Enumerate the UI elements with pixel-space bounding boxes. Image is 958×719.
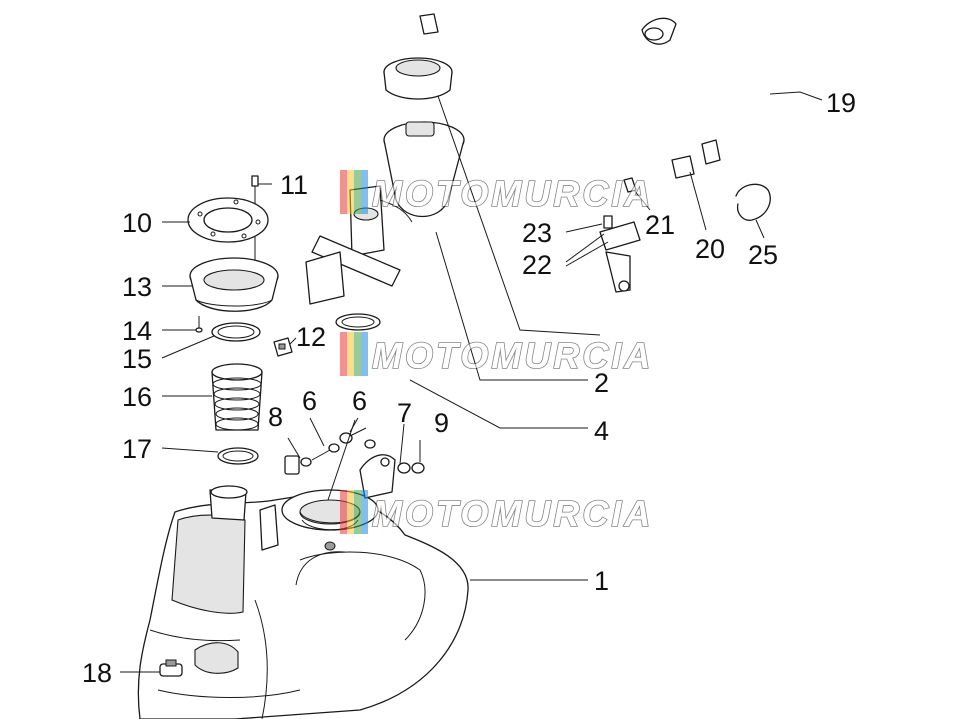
part-level-sensor-4: [305, 235, 401, 331]
part-ring-16: [211, 322, 261, 342]
part-screws-6-9: [284, 427, 425, 475]
watermark-text-top: MOTOMURCIA: [372, 173, 653, 214]
callout-22: 22: [522, 250, 552, 280]
part-screw-14: [195, 316, 203, 333]
callout-4: 4: [594, 416, 609, 446]
watermark-text-bottom: MOTOMURCIA: [372, 493, 653, 534]
watermark-text-middle: MOTOMURCIA: [372, 335, 653, 376]
callout-20: 20: [695, 234, 725, 264]
callout-19: 19: [826, 88, 856, 118]
callout-11: 11: [280, 170, 308, 200]
part-clip-12: [273, 337, 293, 357]
callout-14: 14: [122, 316, 152, 346]
watermark-middle: MOTOMURCIA: [340, 332, 653, 377]
callout-6-left: 6: [302, 386, 317, 416]
callout-7: 7: [397, 398, 412, 428]
part-fuel-pump-2: [349, 121, 465, 257]
part-flange-10: [187, 197, 269, 243]
callout-13: 13: [122, 272, 152, 302]
callout-21: 21: [645, 210, 675, 240]
part-clamp-17: [217, 447, 259, 465]
callout-18: 18: [82, 658, 112, 688]
callout-10: 10: [122, 208, 152, 238]
part-breather-hose-19: [419, 13, 776, 178]
callout-1: 1: [594, 566, 609, 596]
part-clips-20-25: [599, 155, 771, 293]
callout-labels: 1 2 4 6 6 7 8 9 10 11 12 13 14 15 16 17 …: [82, 88, 856, 688]
callout-17: 17: [122, 434, 152, 464]
leader-lines: [120, 91, 823, 673]
callout-12: 12: [296, 322, 326, 352]
part-bellows-15: [211, 363, 263, 431]
part-fuel-cap-top: [383, 57, 453, 100]
callout-8: 8: [268, 402, 283, 432]
callout-15: 16: [122, 382, 152, 412]
watermark-bottom: MOTOMURCIA: [340, 490, 653, 535]
callout-2: 2: [594, 368, 609, 398]
callout-9: 9: [434, 408, 449, 438]
part-filler-cup-13: [189, 257, 279, 312]
callout-25: 25: [748, 240, 778, 270]
callout-6-right: 6: [352, 386, 367, 416]
callout-23: 23: [522, 218, 552, 248]
watermark-top: MOTOMURCIA: [340, 170, 653, 215]
callout-16: 15: [122, 344, 152, 374]
